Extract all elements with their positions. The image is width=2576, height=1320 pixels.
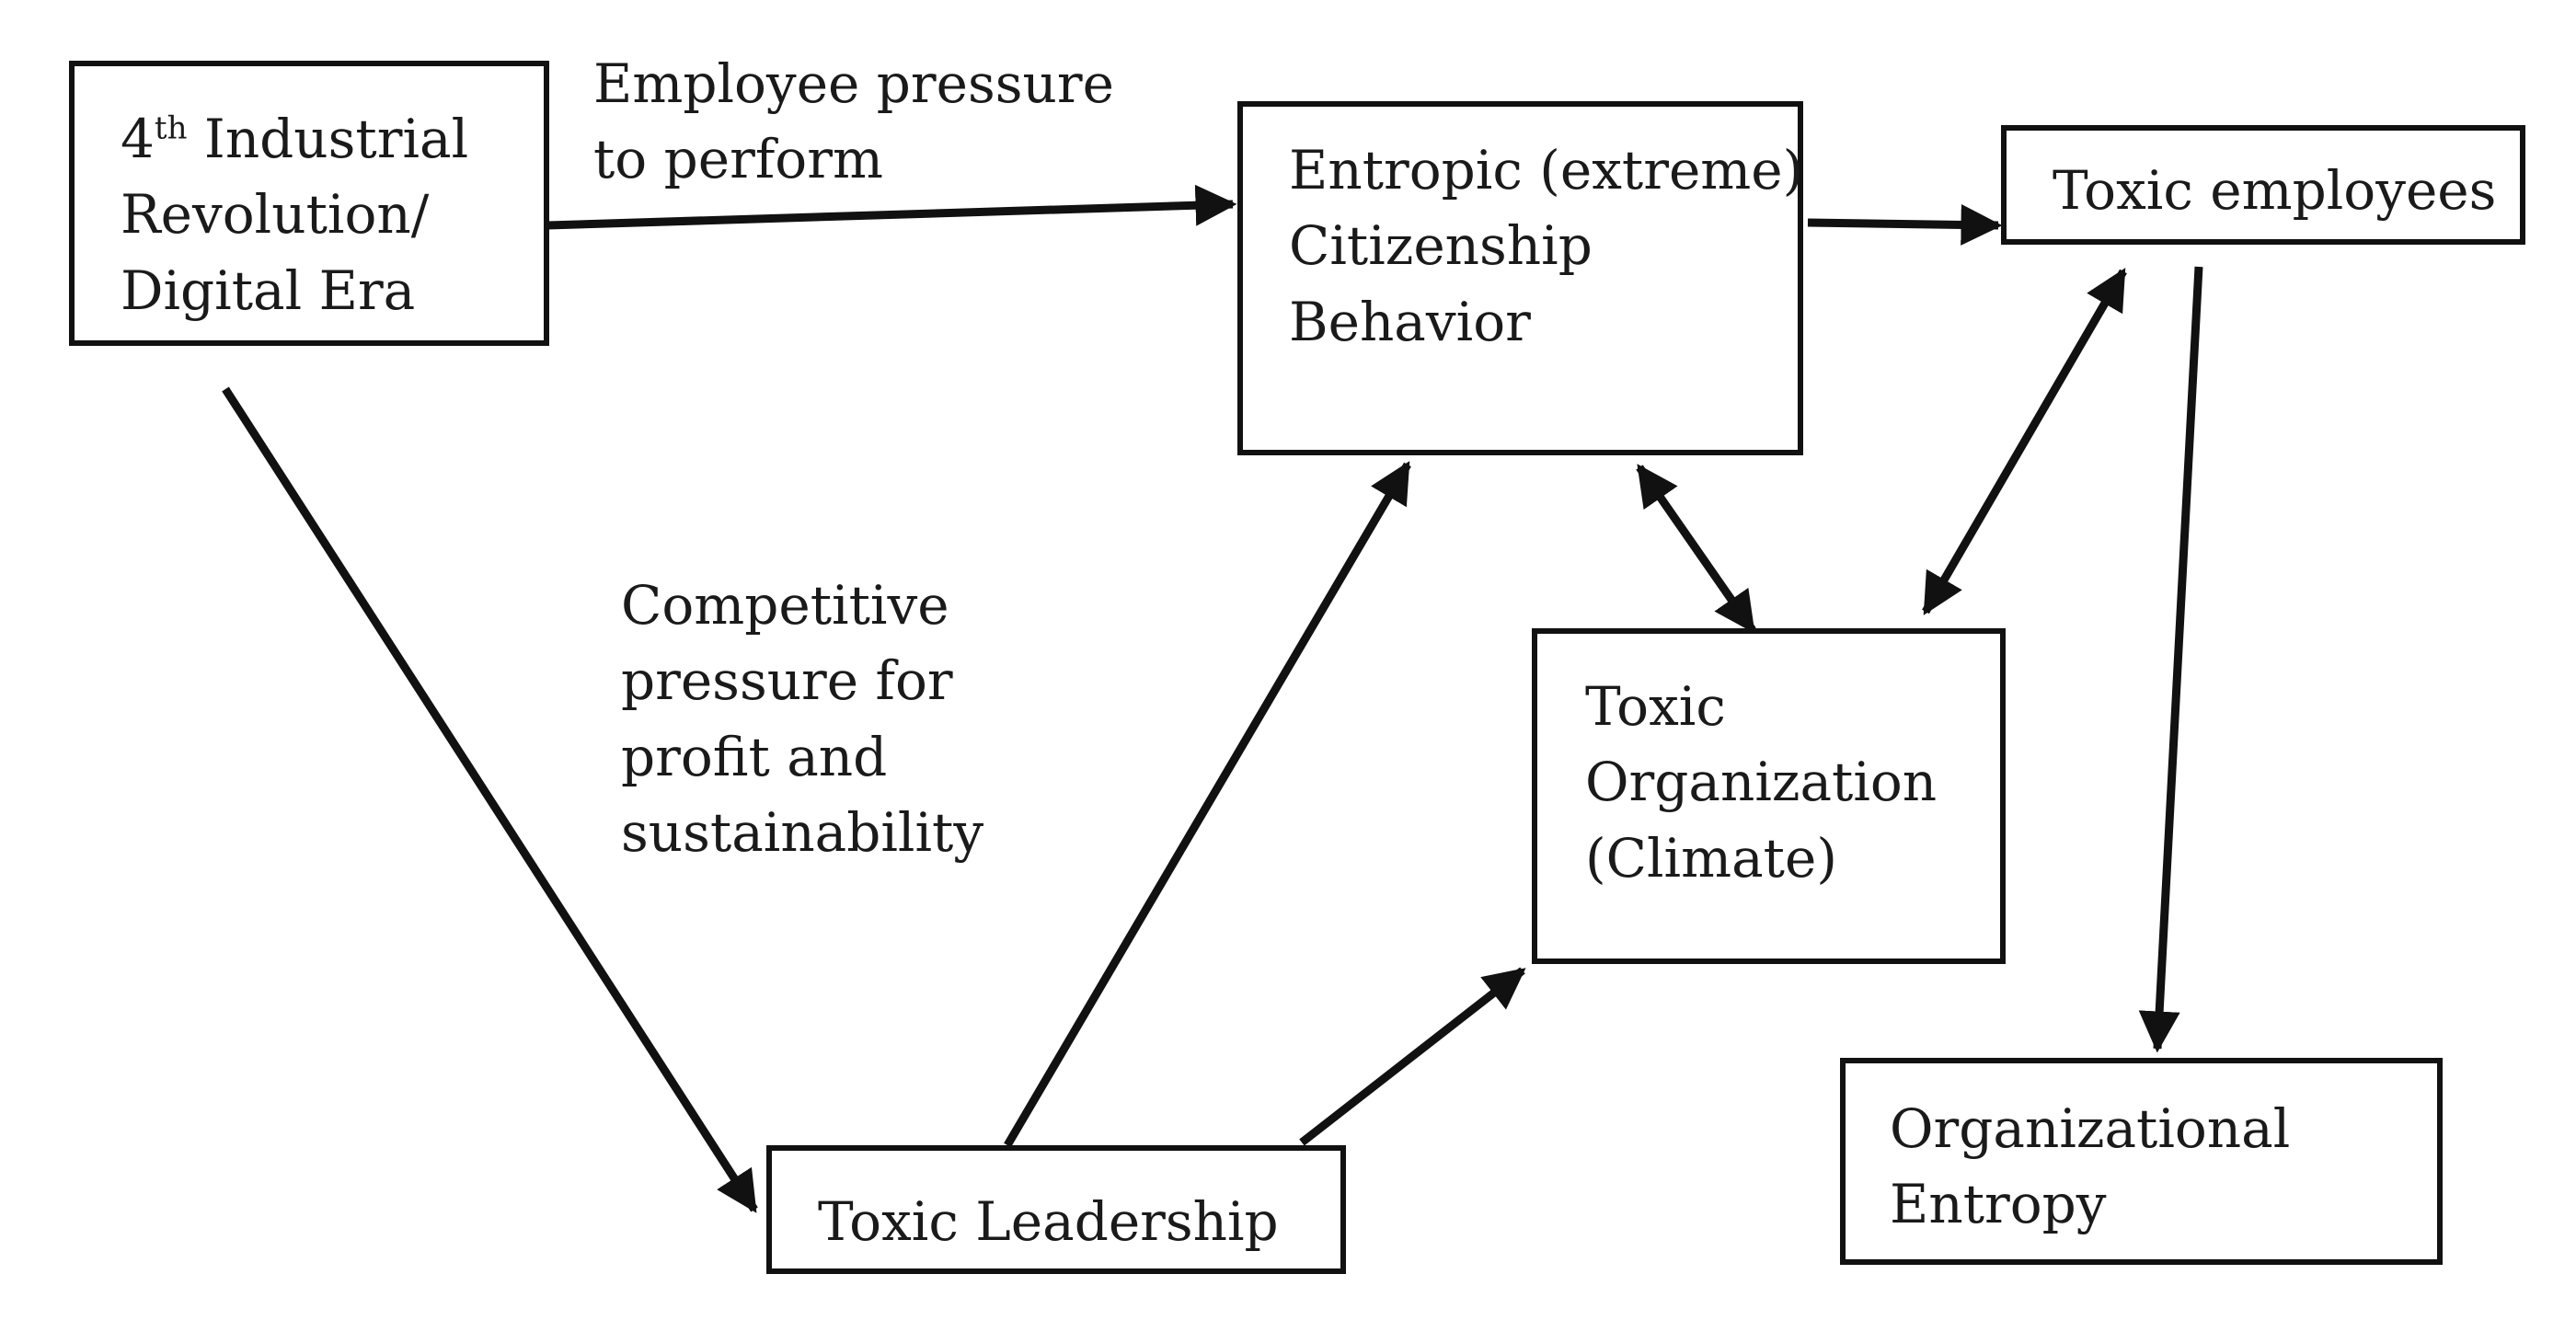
toxic-employees-line-0: Toxic employees xyxy=(2053,159,2497,222)
employee-pressure-line-0: Employee pressure xyxy=(593,52,1114,115)
industrial-revolution-line-1: Industrial xyxy=(203,108,469,170)
employee-pressure-line-1: to perform xyxy=(593,128,883,191)
arrow-industrial-to-citizenship xyxy=(546,184,1237,230)
toxic-organization-line-0: Toxic xyxy=(1585,675,1726,738)
toxic-employees-box: Toxic employees xyxy=(2001,125,2525,245)
entropic-citizenship-line-1: Citizenship xyxy=(1289,214,1593,278)
arrow-citizenship-organization-bidirectional xyxy=(1636,464,1756,634)
industrial-revolution-box: 4th Industrial Revolution/ Digital Era xyxy=(69,61,549,346)
arrow-employees-to-entropy xyxy=(2138,266,2203,1053)
toxic-leadership-box: Toxic Leadership xyxy=(766,1145,1346,1274)
organizational-entropy-box: Organizational Entropy xyxy=(1840,1058,2443,1265)
competitive-pressure-line-2: profit and xyxy=(621,725,888,788)
arrow-industrial-to-leadership xyxy=(222,386,758,1213)
competitive-pressure-line-0: Competitive xyxy=(621,574,949,637)
competitive-pressure-label: Competitive pressure for profit and sust… xyxy=(621,568,983,870)
arrow-employees-organization-bidirectional xyxy=(1922,268,2127,615)
employee-pressure-label: Employee pressure to perform xyxy=(593,46,1114,198)
arrow-leadership-to-organization xyxy=(1299,967,1526,1146)
toxic-organization-line-1: Organization xyxy=(1585,751,1938,814)
organizational-entropy-line-0: Organizational xyxy=(1890,1097,2291,1160)
entropic-citizenship-box: Entropic (extreme) Citizenship Behavior xyxy=(1237,101,1803,455)
organizational-entropy-line-1: Entropy xyxy=(1890,1173,2107,1236)
toxic-organization-box: Toxic Organization (Climate) xyxy=(1532,628,2006,964)
industrial-revolution-line-2: Revolution/ xyxy=(121,183,430,247)
industrial-revolution-line-3: Digital Era xyxy=(121,258,416,322)
toxic-leadership-line-0: Toxic Leadership xyxy=(818,1190,1279,1253)
competitive-pressure-line-1: pressure for xyxy=(621,649,953,713)
toxic-organization-line-2: (Climate) xyxy=(1585,826,1837,890)
arrow-citizenship-to-employees xyxy=(1807,203,2003,246)
competitive-pressure-line-3: sustainability xyxy=(621,801,984,865)
industrial-revolution-superscript: th xyxy=(154,109,188,147)
arrow-leadership-to-citizenship xyxy=(1004,461,1411,1148)
entropic-citizenship-line-0: Entropic (extreme) xyxy=(1289,139,1804,201)
entropic-citizenship-line-2: Behavior xyxy=(1289,290,1531,353)
industrial-revolution-number: 4 xyxy=(121,108,155,170)
